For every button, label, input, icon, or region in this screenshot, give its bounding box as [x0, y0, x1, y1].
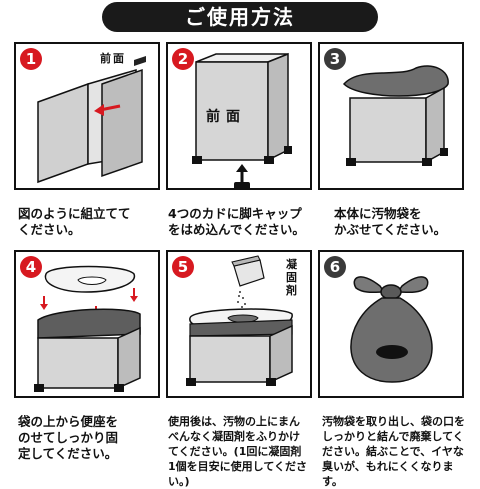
step-number-badge: 2 — [172, 48, 194, 70]
tied-bag-illustration — [350, 276, 433, 383]
page-title: ご使用方法 — [102, 2, 378, 32]
step-number-badge: 1 — [20, 48, 42, 70]
front-label: 前面 — [100, 52, 126, 65]
step-5-caption: 使用後は、汚物の上にまん べんなく凝固剤をふりかけ てください。(1回に凝固剤 … — [168, 415, 307, 488]
bag-cover-illustration — [342, 65, 449, 166]
leg-cap-illustration — [192, 52, 292, 188]
seat-illustration — [34, 265, 141, 392]
step-6-panel: 6 — [318, 250, 464, 398]
assembly-illustration — [37, 56, 146, 184]
step-number-badge: 6 — [324, 256, 346, 278]
step-5-panel: 5 凝 固 剤 — [166, 250, 312, 398]
coagulant-label: 凝 固 剤 — [286, 258, 297, 297]
step-4-panel: 4 — [14, 250, 160, 398]
step-number-badge: 4 — [20, 256, 42, 278]
step-2-panel: 2 前面 — [166, 42, 312, 190]
step-1-panel: 1 前面 — [14, 42, 160, 190]
step-6-caption: 汚物袋を取り出し、袋の口を しっかりと結んで廃棄してく ださい。結ぶことで、イヤ… — [322, 415, 465, 488]
step-number-badge: 3 — [324, 48, 346, 70]
step-number-badge: 5 — [172, 256, 194, 278]
coagulant-illustration — [186, 255, 293, 386]
step-1-caption: 図のように組立てて ください。 — [18, 206, 131, 237]
step-4-caption: 袋の上から便座を のせてしっかり固 定してください。 — [18, 414, 119, 461]
step-2-caption: 4つのカドに脚キャップ をはめ込んでください。 — [168, 206, 305, 237]
step-3-caption: 本体に汚物袋を かぶせてください。 — [334, 206, 447, 237]
front-label: 前面 — [206, 109, 246, 125]
step-3-panel: 3 — [318, 42, 464, 190]
